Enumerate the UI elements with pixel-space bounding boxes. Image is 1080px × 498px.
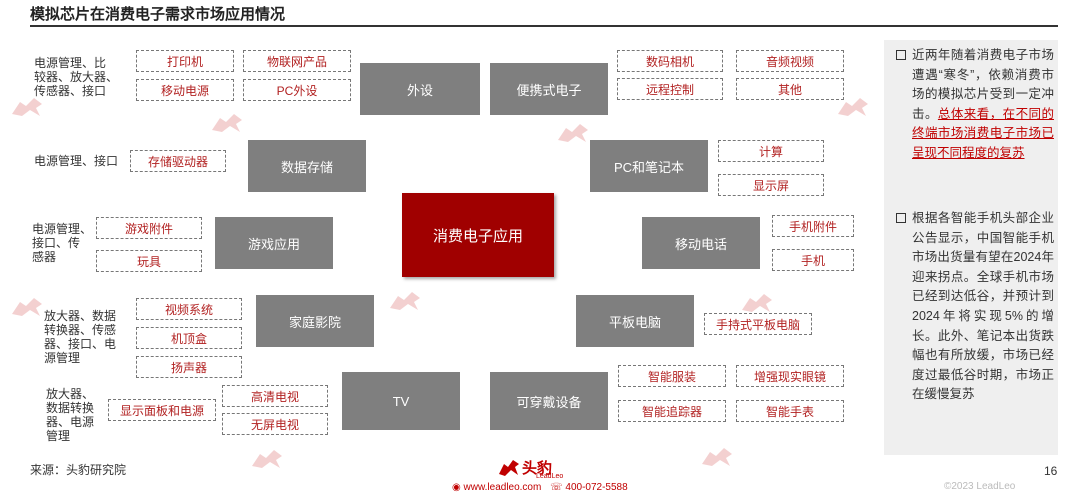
- insight-highlight: 总体来看，在不同的终端市场消费电子市场已呈现不同程度的复苏: [912, 106, 1054, 160]
- chip-label-gaming: 电源管理、 接口、传 感器: [32, 222, 93, 264]
- insight-panel: [884, 40, 1058, 455]
- item-power-bank: 移动电源: [136, 79, 234, 101]
- item-calculator: 计算: [718, 140, 824, 162]
- website-link[interactable]: www.leadleo.com: [463, 482, 542, 493]
- watermark-leopard-icon: [12, 98, 42, 116]
- chip-label-peripherals: 电源管理、比 较器、放大器、 传感器、接口: [34, 56, 119, 98]
- item-iot: 物联网产品: [243, 50, 351, 72]
- item-pc-peripheral: PC外设: [243, 79, 351, 101]
- item-frameless-tv: 无屏电视: [222, 413, 328, 435]
- category-portable: 便携式电子: [490, 63, 608, 115]
- item-smart-clothing: 智能服装: [618, 365, 726, 387]
- watermark-leopard-icon: [390, 292, 420, 310]
- insight-bullet-2: 根据各智能手机头部企业公告显示，中国智能手机市场出货量有望在2024年迎来拐点。…: [896, 209, 1054, 405]
- category-peripherals: 外设: [360, 63, 480, 115]
- bullet-square-icon: [896, 213, 906, 223]
- item-camera: 数码相机: [617, 50, 723, 72]
- watermark-leopard-icon: [252, 450, 282, 468]
- chip-label-tv: 放大器、 数据转换 器、电源 管理: [46, 387, 95, 443]
- category-wearable: 可穿戴设备: [490, 372, 608, 430]
- item-video-system: 视频系统: [136, 298, 242, 320]
- insight-text: 近两年随着消费电子市场遭遇“寒冬”，依赖消费市场的模拟芯片受到一定冲击。: [912, 48, 1054, 121]
- watermark-leopard-icon: [12, 298, 42, 316]
- logo-sub: LeadLeo: [536, 473, 564, 480]
- contact-info: ◉ www.leadleo.com ☏ 400-072-5588: [452, 482, 628, 493]
- category-storage: 数据存储: [248, 140, 366, 192]
- item-smart-watch: 智能手表: [736, 400, 844, 422]
- item-ar-glasses: 增强现实眼镜: [736, 365, 844, 387]
- category-gaming: 游戏应用: [215, 217, 333, 269]
- item-game-accessory: 游戏附件: [96, 217, 202, 239]
- watermark-leopard-icon: [702, 448, 732, 466]
- bullet-square-icon: [896, 50, 906, 60]
- watermark-leopard-icon: [838, 98, 868, 116]
- category-tv: TV: [342, 372, 460, 430]
- item-other: 其他: [736, 78, 844, 100]
- item-toy: 玩具: [96, 250, 202, 272]
- category-tablet: 平板电脑: [576, 295, 694, 347]
- chip-label-home-theater: 放大器、数据 转换器、传感 器、接口、电 源管理: [44, 309, 117, 365]
- item-speaker: 扬声器: [136, 356, 242, 378]
- item-panel-power: 显示面板和电源: [108, 399, 216, 421]
- item-display: 显示屏: [718, 174, 824, 196]
- category-pc: PC和笔记本: [590, 140, 708, 192]
- logo: 头豹 LeadLeo: [498, 456, 578, 480]
- item-printer: 打印机: [136, 50, 234, 72]
- center-consumer-electronics: 消费电子应用: [402, 193, 554, 277]
- item-handheld-tablet: 手持式平板电脑: [704, 313, 812, 335]
- watermark-leopard-icon: [742, 294, 772, 312]
- page-title: 模拟芯片在消费电子需求市场应用情况: [30, 6, 286, 23]
- item-smart-tracker: 智能追踪器: [618, 400, 726, 422]
- page-number: 16: [1044, 464, 1058, 478]
- item-hdtv: 高清电视: [222, 385, 328, 407]
- item-phone-accessory: 手机附件: [772, 215, 854, 237]
- watermark-leopard-icon: [558, 124, 588, 142]
- leopard-logo-icon: [499, 460, 519, 476]
- logo-name: 头豹: [522, 460, 553, 477]
- insight-bullet-1: 近两年随着消费电子市场遭遇“寒冬”，依赖消费市场的模拟芯片受到一定冲击。总体来看…: [896, 46, 1054, 164]
- insight-text: 根据各智能手机头部企业公告显示，中国智能手机市场出货量有望在2024年迎来拐点。…: [912, 211, 1054, 402]
- copyright: ©2023 LeadLeo: [944, 481, 1016, 492]
- chip-label-storage: 电源管理、接口: [34, 154, 119, 168]
- item-set-top-box: 机顶盒: [136, 327, 242, 349]
- globe-icon: ◉: [452, 482, 461, 493]
- title-divider: [30, 25, 1058, 27]
- item-audio-video: 音频视频: [736, 50, 844, 72]
- category-home-theater: 家庭影院: [256, 295, 374, 347]
- phone-number: 400-072-5588: [565, 482, 628, 493]
- item-storage-drive: 存储驱动器: [130, 150, 226, 172]
- item-phone: 手机: [772, 249, 854, 271]
- watermark-leopard-icon: [212, 114, 242, 132]
- phone-icon: ☏: [550, 482, 563, 493]
- item-remote: 远程控制: [617, 78, 723, 100]
- source-note: 来源：头豹研究院: [30, 463, 127, 477]
- category-mobile: 移动电话: [642, 217, 760, 269]
